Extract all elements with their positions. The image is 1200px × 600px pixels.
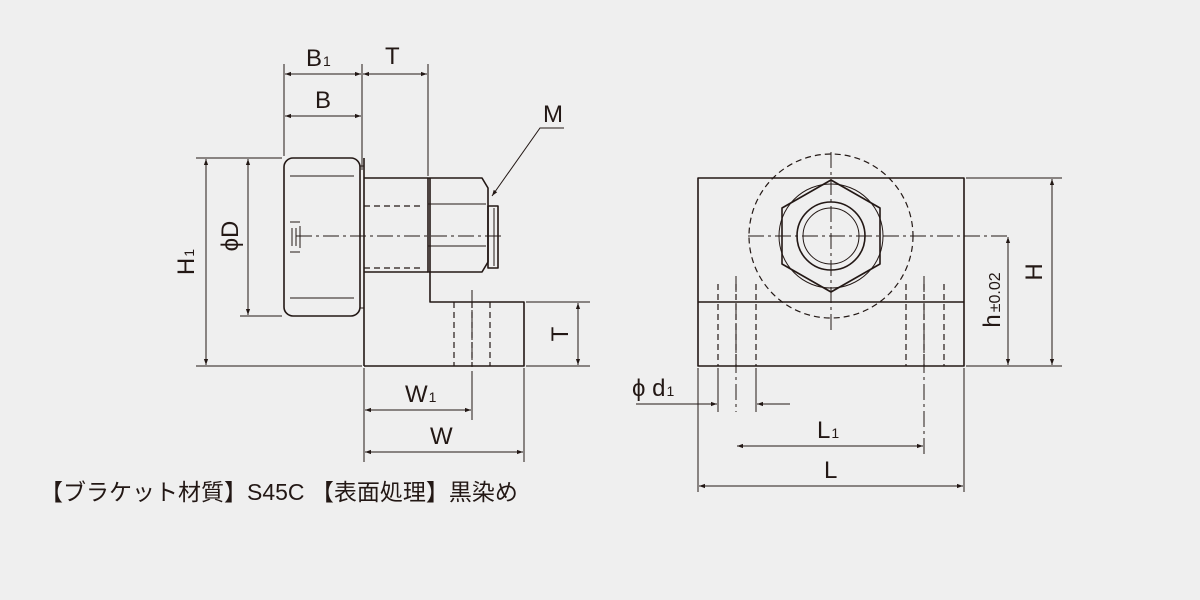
label-b: B [315, 87, 331, 114]
side-view: B1 T B M H1 ϕD T W1 W [173, 43, 590, 462]
stud-shaft [363, 158, 428, 366]
extension-lines-side [196, 64, 590, 462]
material-note: 【ブラケット材質】S45C 【表面処理】黒染め [40, 479, 518, 505]
label-h1: H1 [173, 249, 200, 275]
label-w: W [430, 423, 453, 450]
label-b1: B1 [306, 45, 331, 72]
leader-m [491, 127, 564, 197]
label-w1: W1 [405, 381, 437, 408]
label-phid1: ϕ d1 [632, 375, 674, 402]
label-m: M [543, 101, 563, 128]
label-h-tol: h±0.02 [979, 272, 1006, 327]
label-l1: L1 [817, 417, 839, 444]
extension-lines-front [697, 177, 1062, 492]
label-t-side: T [547, 326, 574, 341]
roller-outline [283, 157, 364, 317]
front-view: ϕ d1 L1 L h±0.02 H [632, 152, 1062, 492]
hex-nut-side [427, 177, 499, 273]
label-t-top: T [385, 43, 400, 70]
label-l: L [824, 457, 837, 484]
label-phid: ϕD [217, 221, 244, 252]
label-h: H [1021, 263, 1048, 280]
